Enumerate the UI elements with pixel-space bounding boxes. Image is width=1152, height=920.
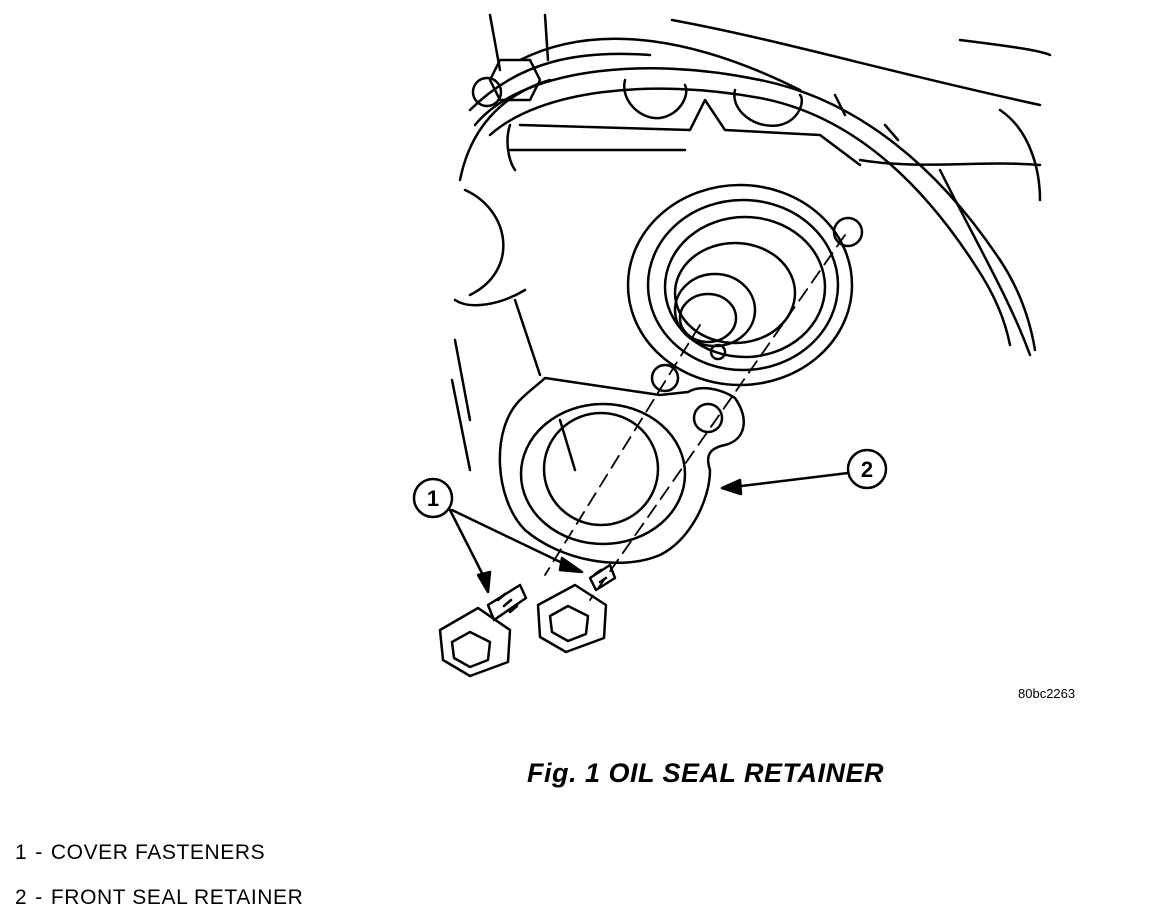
figure-caption: Fig. 1 OIL SEAL RETAINER [527, 758, 885, 788]
legend-number: 2 [15, 886, 28, 909]
front-seal-retainer [498, 363, 745, 565]
callout-legend: 1-COVER FASTENERS 2-FRONT SEAL RETAINER [15, 830, 303, 920]
callout-1: 1 [412, 477, 584, 594]
cover-bracket [506, 78, 862, 172]
engine-block-outline [450, 13, 1052, 472]
alignment-lines [544, 234, 846, 601]
callout-2: 2 [720, 448, 888, 496]
legend-separator: - [35, 841, 43, 864]
timing-cover-band [473, 67, 1037, 352]
figure-id: 80bc2263 [1018, 686, 1076, 701]
callout-1-number: 1 [427, 486, 439, 511]
cover-fastener-right [536, 563, 617, 654]
upper-bolt [471, 58, 542, 108]
legend-separator: - [35, 886, 43, 909]
legend-item: 1-COVER FASTENERS [15, 830, 303, 875]
crankshaft-snout [626, 183, 864, 387]
cover-fastener-left [438, 583, 528, 678]
callout-2-number: 2 [861, 457, 873, 482]
legend-number: 1 [15, 841, 28, 864]
legend-item: 2-FRONT SEAL RETAINER [15, 875, 303, 920]
legend-label: COVER FASTENERS [50, 841, 266, 864]
legend-label: FRONT SEAL RETAINER [50, 886, 304, 909]
